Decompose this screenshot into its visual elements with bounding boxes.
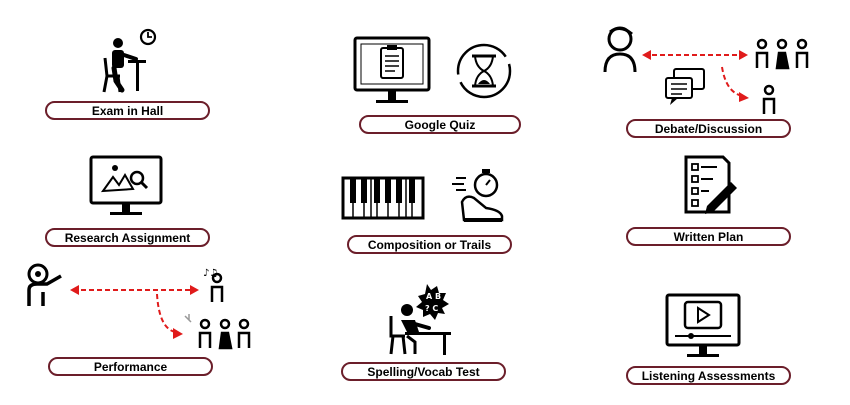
debate-people-icon — [603, 26, 809, 114]
performer-audience-icon: ♪♫ — [27, 263, 251, 350]
monitor-clipboard-hourglass-icon — [353, 36, 512, 103]
student-speech-bubble-icon: A B ? C — [389, 284, 451, 355]
debate-discussion-label: Debate/Discussion — [626, 119, 791, 138]
monitor-play-icon — [665, 293, 741, 357]
svg-text:A B: A B — [426, 292, 441, 301]
svg-text:? C: ? C — [425, 304, 438, 313]
written-plan-label: Written Plan — [626, 227, 791, 246]
research-assignment-label: Research Assignment — [45, 228, 210, 247]
monitor-image-search-icon — [89, 155, 163, 215]
listening-assessments-label: Listening Assessments — [626, 366, 791, 385]
piano-stopwatch-shoe-icon — [341, 169, 504, 222]
spelling-vocab-test-label: Spelling/Vocab Test — [341, 362, 506, 381]
google-quiz-label: Google Quiz — [359, 115, 521, 134]
student-desk-clock-icon — [102, 28, 157, 93]
composition-or-trails-label: Composition or Trails — [347, 235, 512, 254]
exam-in-hall-label: Exam in Hall — [45, 101, 210, 120]
document-pencil-icon — [684, 155, 737, 214]
performance-label: Performance — [48, 357, 213, 376]
svg-text:♪♫: ♪♫ — [203, 268, 218, 279]
